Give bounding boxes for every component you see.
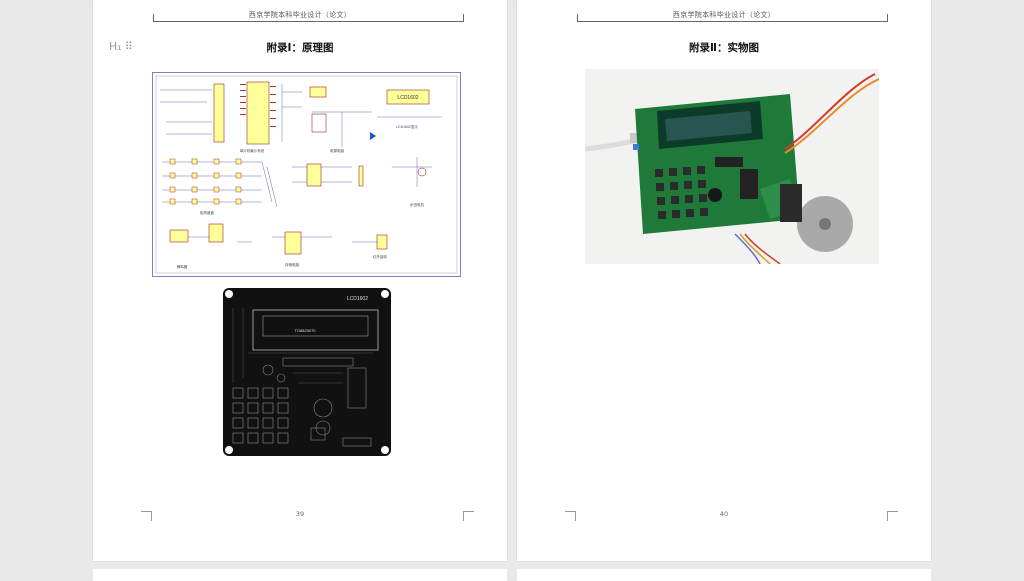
header-rule: [577, 21, 887, 22]
appendix-title: 附录Ⅰ：原理图: [266, 42, 334, 54]
page-header: 西京学院本科毕业设计（论文）: [672, 11, 776, 19]
document-page-39: 西京学院本科毕业设计（论文） H₁ ⠿ 附录Ⅰ：原理图: [93, 0, 507, 561]
schematic-diagram: LCD1602 单片机最小系统 LCD1602显示 电源电路 矩阵键盘 步进电机…: [152, 72, 461, 277]
page-corner-mark: [565, 511, 576, 521]
page-corner-mark: [141, 511, 152, 521]
page-corner-mark: [463, 511, 474, 521]
schematic-power-label: 电源电路: [330, 148, 344, 153]
page-header: 西京学院本科毕业设计（论文）: [248, 11, 352, 19]
heading-handle[interactable]: H₁ ⠿: [109, 40, 133, 53]
appendix-title: 附录Ⅱ：实物图: [689, 42, 759, 54]
pcb-chip-label: TO8825070: [294, 328, 316, 333]
device-photo: [585, 69, 879, 264]
pcb-layout: LCD1602 TO8825070: [223, 288, 391, 456]
drag-handle-icon[interactable]: ⠿: [124, 40, 133, 53]
schematic-storage-label: 存储电路: [285, 262, 299, 267]
schematic-mcu-label: 单片机最小系统: [240, 148, 265, 153]
page-corner-mark: [887, 511, 898, 521]
page-number: 40: [719, 510, 729, 518]
header-rule: [153, 21, 463, 22]
schematic-motor-label: 步进电机: [410, 202, 424, 207]
header-corner-left: [577, 14, 578, 22]
next-page-top: [517, 569, 931, 581]
schematic-lcd-label: LCD1602: [397, 95, 418, 101]
schematic-keypad-label: 矩阵键盘: [200, 210, 214, 215]
header-corner-left: [153, 14, 154, 22]
next-page-top: [93, 569, 507, 581]
document-page-40: 西京学院本科毕业设计（论文） 附录Ⅱ：实物图: [517, 0, 931, 561]
header-corner-right: [887, 14, 888, 22]
pcb-lcd-label: LCD1602: [347, 296, 368, 302]
header-corner-right: [463, 14, 464, 22]
schematic-buzzer-label: 蜂鸣器: [177, 264, 188, 269]
schematic-ir-label: 红外接收: [373, 254, 387, 259]
schematic-lcd-caption: LCD1602显示: [396, 125, 418, 129]
page-number: 39: [295, 510, 305, 518]
heading-handle-icon: H₁: [109, 40, 122, 53]
